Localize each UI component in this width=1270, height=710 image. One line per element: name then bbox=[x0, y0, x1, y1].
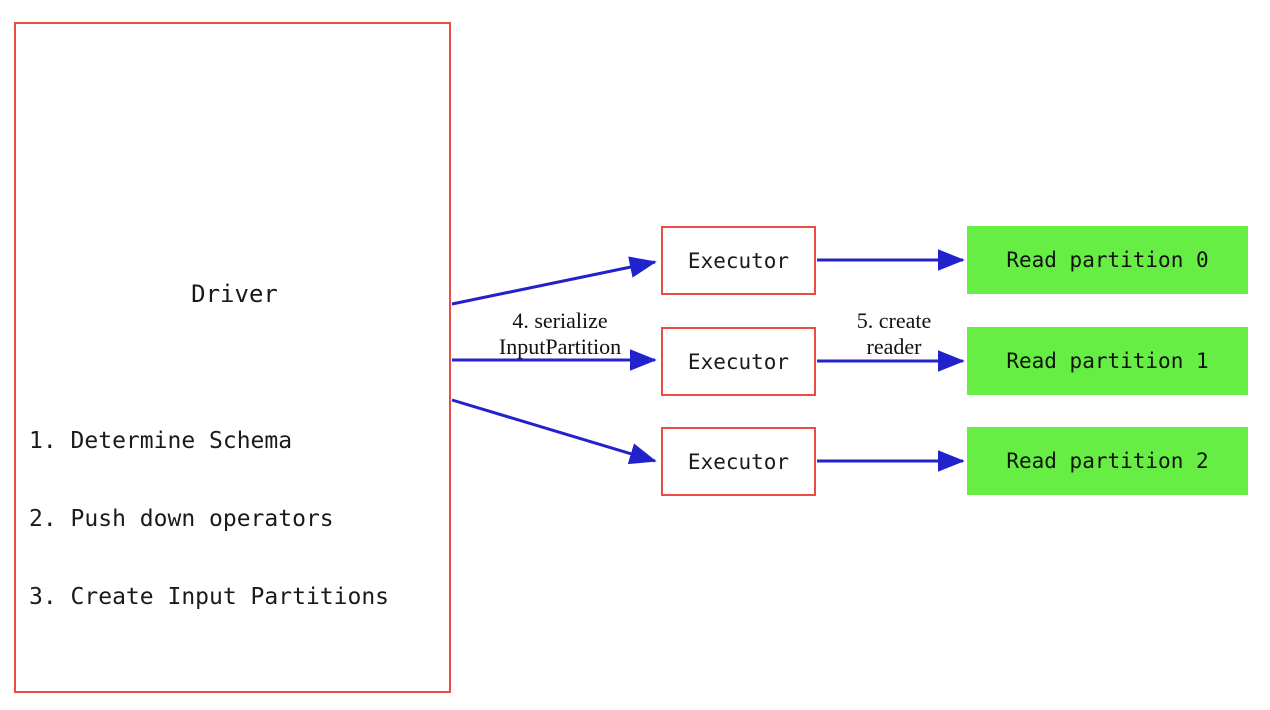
executor-box-0: Executor bbox=[661, 226, 816, 295]
arrow-label-serialize-input-partition: 4. serialize InputPartition bbox=[498, 308, 622, 359]
read-partition-box-2: Read partition 2 bbox=[967, 427, 1248, 495]
driver-step-3: 3. Create Input Partitions bbox=[29, 584, 390, 610]
executor-box-2: Executor bbox=[661, 427, 816, 496]
executor-box-1: Executor bbox=[661, 327, 816, 396]
read-partition-label-0: Read partition 0 bbox=[1006, 248, 1209, 272]
read-partition-box-0: Read partition 0 bbox=[967, 226, 1248, 294]
driver-step-2: 2. Push down operators bbox=[29, 506, 334, 532]
read-partition-label-1: Read partition 1 bbox=[1006, 349, 1209, 373]
read-partition-label-2: Read partition 2 bbox=[1006, 449, 1209, 473]
driver-title: Driver bbox=[191, 280, 278, 308]
executor-label-1: Executor bbox=[687, 349, 790, 374]
driver-step-1: 1. Determine Schema bbox=[29, 428, 293, 454]
arrow-driver-to-executor-0 bbox=[451, 256, 657, 306]
driver-steps-list: 1. Determine Schema 2. Push down operato… bbox=[29, 376, 449, 662]
arrow-label-create-reader: 5. create reader bbox=[856, 308, 932, 359]
arrow-driver-to-executor-2 bbox=[451, 398, 657, 465]
executor-label-2: Executor bbox=[687, 449, 790, 474]
read-partition-box-1: Read partition 1 bbox=[967, 327, 1248, 395]
driver-box: Driver 1. Determine Schema 2. Push down … bbox=[14, 22, 451, 693]
executor-label-0: Executor bbox=[687, 248, 790, 273]
